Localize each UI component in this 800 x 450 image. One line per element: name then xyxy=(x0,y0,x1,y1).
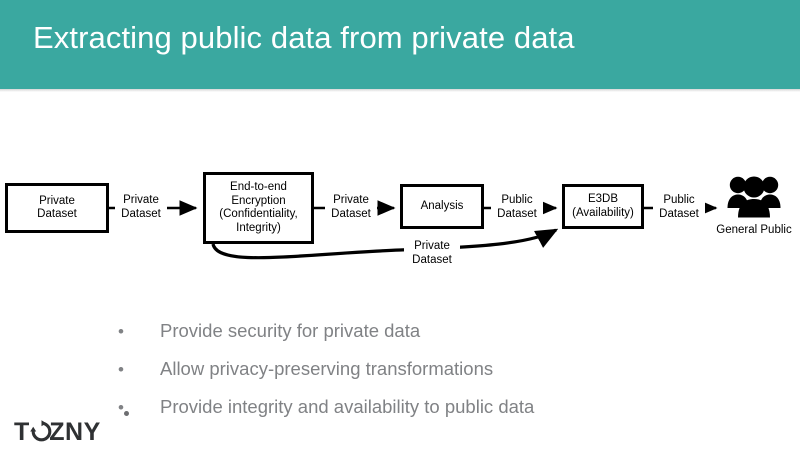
bullet-text: Allow privacy-preserving transformations xyxy=(160,358,494,379)
list-item: • Provide security for private data xyxy=(118,312,718,350)
bullet-marker-icon: • xyxy=(118,398,124,417)
bullet-marker-icon: • xyxy=(118,322,124,341)
slide-header-banner: Extracting public data from private data xyxy=(0,0,800,89)
connector-encryption-to-e3db-curved xyxy=(211,228,559,260)
tozny-logo[interactable]: TOZNY xyxy=(14,411,129,446)
node-analysis-label: Analysis xyxy=(420,199,464,212)
logo-accent-dot xyxy=(124,411,129,416)
bullet-list: • Provide security for private data • Al… xyxy=(118,312,718,426)
node-general-public-label: General Public xyxy=(716,224,792,236)
list-item: • Provide integrity and availability to … xyxy=(118,388,718,426)
tozny-circular-arrows-icon xyxy=(30,420,52,442)
bullet-text: Provide integrity and availability to pu… xyxy=(160,396,535,417)
list-item: • Allow privacy-preserving transformatio… xyxy=(118,350,718,388)
node-analysis[interactable]: Analysis xyxy=(400,184,484,229)
node-e3db[interactable]: E3DB(Availability) xyxy=(562,184,644,229)
node-general-public[interactable]: General Public xyxy=(716,174,792,236)
tozny-wordmark: TOZNY xyxy=(14,418,101,446)
page-title: Extracting public data from private data xyxy=(33,20,575,55)
header-shadow-divider xyxy=(0,89,800,92)
bullet-text: Provide security for private data xyxy=(160,320,421,341)
node-e3db-label: E3DB(Availability) xyxy=(572,193,634,219)
bullet-marker-icon: • xyxy=(118,360,124,379)
people-group-icon xyxy=(727,176,781,218)
